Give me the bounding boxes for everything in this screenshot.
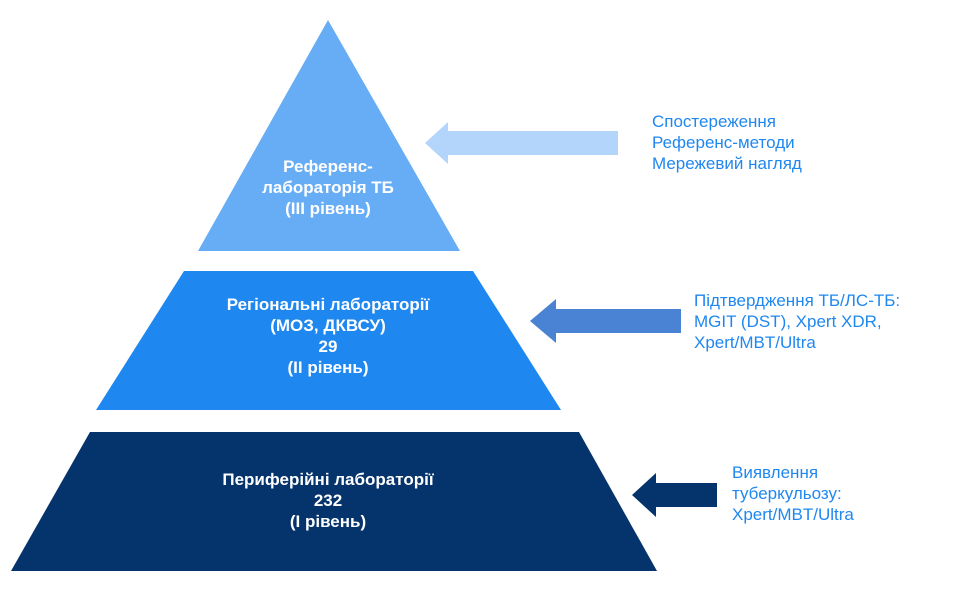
note-middle: Підтвердження ТБ/ЛС-ТБ: MGIT (DST), Xper…: [694, 290, 900, 353]
note-top-line-3: Мережевий нагляд: [652, 154, 802, 173]
note-bottom-line-3: Xpert/MBT/Ultra: [732, 505, 854, 524]
arrow-middle: [530, 299, 681, 343]
tier-bottom-line-2: 232: [313, 491, 343, 510]
tier-top-shape: [198, 20, 460, 251]
tier-middle-label: Регіональні лабораторії (МОЗ, ДКВСУ) 29 …: [178, 294, 478, 378]
tier-middle-line-4: (II рівень): [287, 358, 369, 377]
tier-middle-shape: [96, 271, 561, 410]
note-top: Спостереження Референс-методи Мережевий …: [652, 111, 802, 174]
tier-top-label: Референс- лабораторія ТБ (III рівень): [228, 156, 428, 219]
note-middle-line-2: MGIT (DST), Xpert XDR,: [694, 312, 882, 331]
tier-top-line-1: Референс-: [283, 157, 373, 176]
note-top-line-2: Референс-методи: [652, 133, 795, 152]
arrow-bottom: [632, 473, 717, 517]
note-middle-line-3: Xpert/MBT/Ultra: [694, 333, 816, 352]
note-bottom-line-2: туберкульозу:: [732, 484, 842, 503]
tier-middle-line-1: Регіональні лабораторії: [226, 295, 430, 314]
tier-top-line-3: (III рівень): [285, 199, 371, 218]
note-middle-line-1: Підтвердження ТБ/ЛС-ТБ:: [694, 291, 901, 310]
tier-middle-line-2: (МОЗ, ДКВСУ): [270, 316, 386, 335]
tier-bottom-line-1: Периферійні лабораторії: [222, 470, 434, 489]
tier-top-line-2: лабораторія ТБ: [262, 178, 394, 197]
tier-bottom-label: Периферійні лабораторії 232 (I рівень): [178, 469, 478, 532]
note-top-line-1: Спостереження: [652, 112, 777, 131]
tier-middle-line-3: 29: [318, 337, 338, 356]
arrow-top: [425, 122, 618, 164]
tier-bottom-shape: [11, 432, 657, 571]
note-bottom: Виявлення туберкульозу: Xpert/MBT/Ultra: [732, 462, 854, 525]
note-bottom-line-1: Виявлення: [732, 463, 819, 482]
tier-bottom-line-3: (I рівень): [289, 512, 367, 531]
